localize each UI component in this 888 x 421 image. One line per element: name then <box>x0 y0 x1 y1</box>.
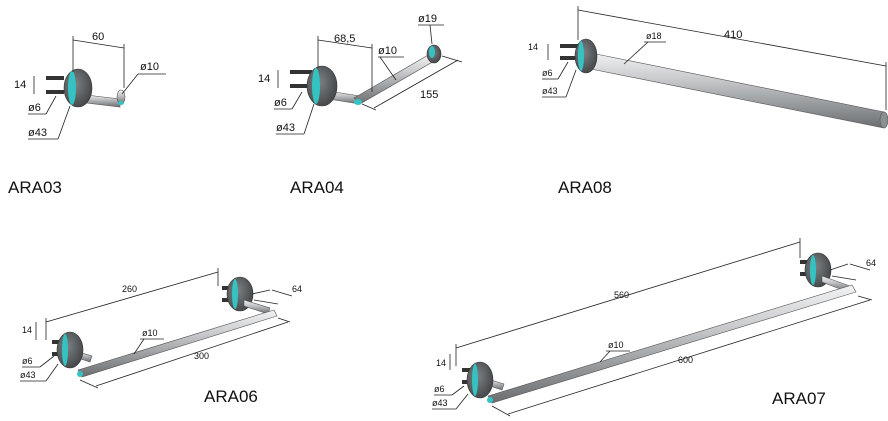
dim-screw-spacing: 14 <box>258 73 270 85</box>
dim-center-distance: 560 <box>614 290 629 300</box>
product-ara06: 260 64 ø10 300 14 ø6 ø43 ARA06 <box>20 268 302 406</box>
product-ara03: 60 ø10 14 ø6 ø43 ARA03 <box>8 31 166 197</box>
model-label: ARA03 <box>8 178 62 197</box>
rosette-icon <box>306 65 338 107</box>
rosette-icon <box>574 38 598 74</box>
dim-length: 155 <box>420 89 438 101</box>
bar-icon <box>71 299 278 378</box>
dim-length: 600 <box>678 355 693 365</box>
dim-screw-diameter: ø6 <box>274 97 287 109</box>
screw-icon <box>46 76 64 94</box>
rosette-icon <box>466 361 494 403</box>
dim-screw-spacing: 14 <box>22 325 32 335</box>
dim-depth: 64 <box>866 258 876 268</box>
dim-bar-diameter: ø10 <box>608 340 624 350</box>
screw-icon <box>462 260 818 384</box>
dim-rosette-diameter: ø43 <box>20 370 36 380</box>
product-ara07: 560 64 ø10 600 14 ø6 ø43 ARA07 <box>432 238 876 417</box>
dim-screw-spacing: 14 <box>14 79 26 91</box>
dim-rosette-diameter: ø43 <box>542 86 558 96</box>
dim-screw-diameter: ø6 <box>542 68 553 78</box>
dim-depth: 64 <box>292 284 302 294</box>
model-label: ARA07 <box>772 389 826 408</box>
dim-rosette-diameter: ø43 <box>276 122 295 134</box>
product-ara04: 68,5 ø10 ø19 155 14 ø6 ø43 ARA04 <box>258 13 463 197</box>
bar-icon <box>585 51 888 129</box>
dim-rosette-diameter: ø43 <box>432 398 448 408</box>
rosette-icon <box>63 68 93 108</box>
dim-bar-diameter: ø18 <box>646 31 662 41</box>
rosette-icon <box>56 331 84 377</box>
product-ara08: 410 ø18 14 ø6 ø43 ARA08 <box>528 6 888 197</box>
dim-bar-diameter: ø10 <box>142 328 158 338</box>
dim-rosette-diameter: ø43 <box>28 127 47 139</box>
bar-icon <box>483 275 857 404</box>
model-label: ARA06 <box>204 387 258 406</box>
dim-screw-diameter: ø6 <box>434 384 445 394</box>
dim-length: 300 <box>194 351 209 361</box>
dim-screw-diameter: ø6 <box>22 356 33 366</box>
dim-width: 60 <box>92 31 104 43</box>
dim-end-diameter: ø19 <box>418 13 437 25</box>
dim-width: 68,5 <box>334 33 355 45</box>
model-label: ARA08 <box>558 178 612 197</box>
model-label: ARA04 <box>290 178 344 197</box>
dim-screw-diameter: ø6 <box>28 102 41 114</box>
dim-screw-spacing: 14 <box>528 42 538 52</box>
dim-length: 410 <box>724 29 742 41</box>
dim-bar-diameter: ø10 <box>378 45 397 57</box>
dim-center-distance: 260 <box>122 284 137 294</box>
dim-screw-spacing: 14 <box>436 358 446 368</box>
dim-bar-diameter: ø10 <box>140 61 159 73</box>
